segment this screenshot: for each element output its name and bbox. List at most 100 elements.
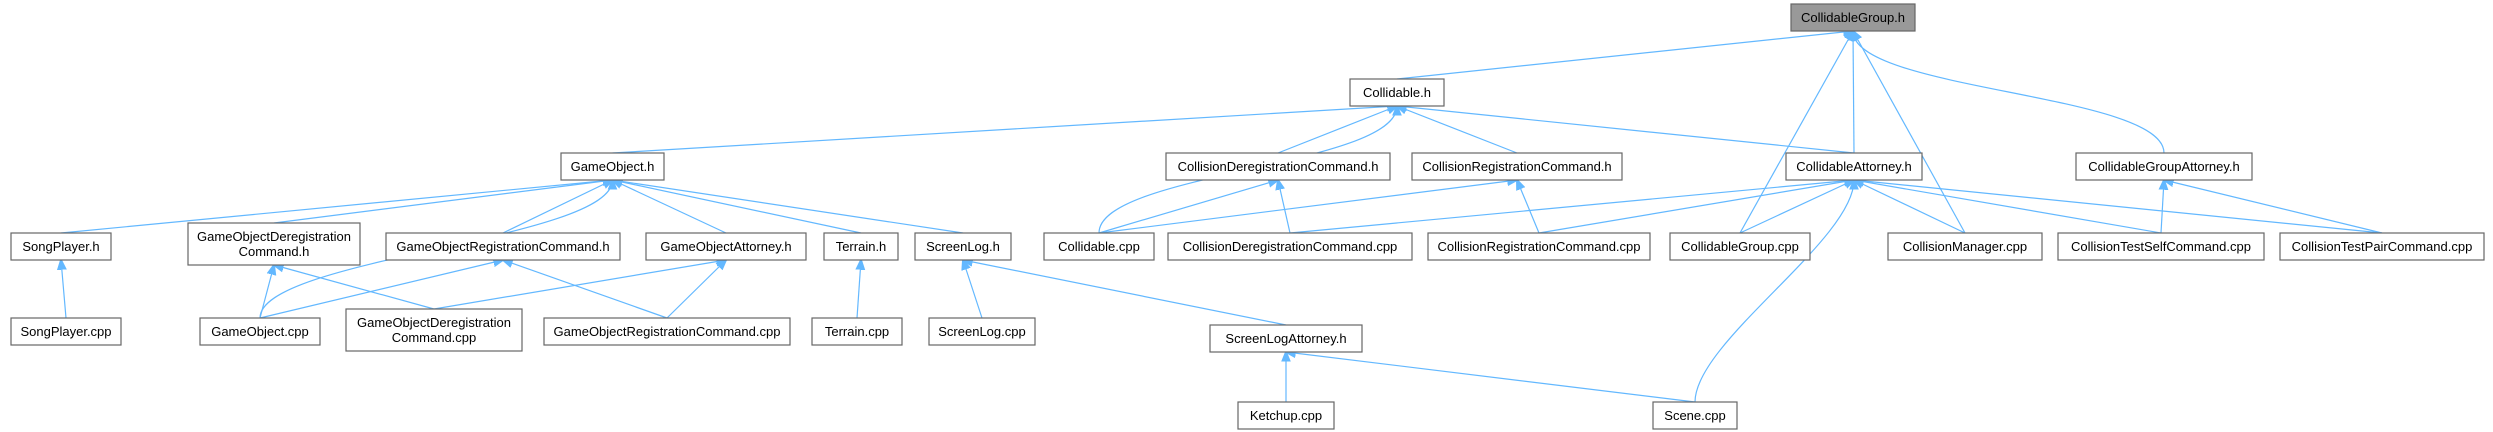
node-song-player-cpp[interactable]: SongPlayer.cpp [10, 317, 122, 346]
node-go-reg-cmd-h[interactable]: GameObjectRegistrationCommand.h [385, 232, 621, 261]
node-box[interactable] [1209, 324, 1363, 353]
edge-collision_test_self_cpp-to-collidable_group_attorney_h [2161, 180, 2164, 234]
node-box[interactable] [1349, 78, 1445, 107]
edge-collision_dereg_cmd_cpp-to-collision_dereg_cmd_h [1278, 180, 1291, 234]
node-box[interactable] [543, 317, 791, 346]
edge-song_player_cpp-to-song_player_h [61, 260, 66, 319]
node-box[interactable] [2075, 152, 2253, 181]
node-game-object-h[interactable]: GameObject.h [560, 152, 665, 181]
node-collision-dereg-cmd-h[interactable]: CollisionDeregistrationCommand.h [1165, 152, 1391, 181]
node-box[interactable] [187, 222, 361, 266]
node-terrain-cpp[interactable]: Terrain.cpp [811, 317, 903, 346]
node-label: CollisionManager.cpp [1903, 239, 2027, 254]
node-label: Command.h [239, 244, 310, 259]
edge-go_dereg_cmd_h-to-game_object_h [273, 180, 613, 224]
edge-collidable_attorney_h-to-collidable_group_h [1853, 31, 1854, 154]
node-box[interactable] [1427, 232, 1651, 261]
node-collision-dereg-cmd-cpp[interactable]: CollisionDeregistrationCommand.cpp [1167, 232, 1413, 261]
node-label: Ketchup.cpp [1250, 408, 1322, 423]
node-box[interactable] [811, 317, 903, 346]
node-label: CollidableGroup.cpp [1681, 239, 1799, 254]
node-label: CollidableGroupAttorney.h [2088, 159, 2240, 174]
node-box[interactable] [560, 152, 665, 181]
edge-go_dereg_cmd_cpp-to-go_attorney_h [433, 260, 726, 310]
node-collidable-attorney-h[interactable]: CollidableAttorney.h [1785, 152, 1923, 181]
node-box[interactable] [1785, 152, 1923, 181]
node-screen-log-attorney-h[interactable]: ScreenLogAttorney.h [1209, 324, 1363, 353]
node-box[interactable] [928, 317, 1036, 346]
edge-screen_log_cpp-to-screen_log_h [963, 260, 983, 319]
node-collidable-cpp[interactable]: Collidable.cpp [1043, 232, 1155, 261]
node-label: SongPlayer.h [22, 239, 99, 254]
edge-go_attorney_h-to-game_object_h [613, 180, 727, 234]
node-collision-manager-cpp[interactable]: CollisionManager.cpp [1887, 232, 2043, 261]
node-label: Scene.cpp [1664, 408, 1725, 423]
node-label: GameObjectDeregistration [197, 229, 351, 244]
node-label: Collidable.h [1363, 85, 1431, 100]
edge-collidable_attorney_h-to-collidable_h [1397, 106, 1855, 154]
edge-scene_cpp-to-screen_log_attorney_h [1286, 352, 1696, 403]
edge-scene_cpp-to-collidable_attorney_h [1694, 180, 1854, 403]
node-label: ScreenLog.cpp [938, 324, 1025, 339]
node-box[interactable] [2279, 232, 2485, 261]
node-box[interactable] [10, 317, 122, 346]
node-collidable-group-attorney-h[interactable]: CollidableGroupAttorney.h [2075, 152, 2253, 181]
node-game-object-cpp[interactable]: GameObject.cpp [199, 317, 321, 346]
node-box[interactable] [199, 317, 321, 346]
node-label: CollisionDeregistrationCommand.h [1178, 159, 1379, 174]
node-song-player-h[interactable]: SongPlayer.h [10, 232, 112, 261]
node-box[interactable] [914, 232, 1012, 261]
node-box[interactable] [1652, 401, 1738, 430]
node-box[interactable] [1790, 3, 1916, 32]
edge-collision_test_self_cpp-to-collidable_attorney_h [1854, 180, 2162, 234]
node-collidable-group-cpp[interactable]: CollidableGroup.cpp [1669, 232, 1811, 261]
node-box[interactable] [10, 232, 112, 261]
edge-game_object_h-to-collidable_h [612, 106, 1398, 154]
node-box[interactable] [1167, 232, 1413, 261]
edge-collision_reg_cmd_cpp-to-collidable_attorney_h [1538, 180, 1854, 234]
node-box[interactable] [345, 308, 523, 352]
edge-go_reg_cmd_cpp-to-go_attorney_h [666, 260, 726, 319]
node-collision-test-self-cpp[interactable]: CollisionTestSelfCommand.cpp [2057, 232, 2265, 261]
node-box[interactable] [823, 232, 899, 261]
node-label: CollisionRegistrationCommand.cpp [1437, 239, 1640, 254]
node-box[interactable] [1887, 232, 2043, 261]
node-screen-log-cpp[interactable]: ScreenLog.cpp [928, 317, 1036, 346]
node-box[interactable] [1669, 232, 1811, 261]
node-go-attorney-h[interactable]: GameObjectAttorney.h [645, 232, 807, 261]
node-collision-reg-cmd-h[interactable]: CollisionRegistrationCommand.h [1411, 152, 1623, 181]
node-go-reg-cmd-cpp[interactable]: GameObjectRegistrationCommand.cpp [543, 317, 791, 346]
edge-collidable_h-to-collidable_group_h [1396, 31, 1853, 80]
edge-game_object_cpp-to-go_reg_cmd_h [259, 260, 503, 319]
node-scene-cpp[interactable]: Scene.cpp [1652, 401, 1738, 430]
node-label: Terrain.h [836, 239, 887, 254]
node-box[interactable] [1237, 401, 1335, 430]
edge-collision_reg_cmd_h-to-collidable_h [1397, 106, 1518, 154]
node-label: CollisionRegistrationCommand.h [1422, 159, 1611, 174]
node-collision-test-pair-cpp[interactable]: CollisionTestPairCommand.cpp [2279, 232, 2485, 261]
node-collision-reg-cmd-cpp[interactable]: CollisionRegistrationCommand.cpp [1427, 232, 1651, 261]
node-ketchup-cpp[interactable]: Ketchup.cpp [1237, 401, 1335, 430]
node-label: CollidableAttorney.h [1796, 159, 1911, 174]
node-label: GameObject.cpp [211, 324, 309, 339]
node-collidable-group-h[interactable]: CollidableGroup.h [1790, 3, 1916, 32]
node-box[interactable] [645, 232, 807, 261]
node-box[interactable] [1411, 152, 1623, 181]
edge-collision_dereg_cmd_h-to-collidable_h [1277, 106, 1397, 154]
edge-game_object_cpp-to-go_dereg_cmd_h [259, 265, 274, 319]
node-box[interactable] [1043, 232, 1155, 261]
edge-collision_manager_cpp-to-collidable_group_h [1853, 31, 1966, 234]
node-label: GameObjectAttorney.h [660, 239, 791, 254]
node-screen-log-h[interactable]: ScreenLog.h [914, 232, 1012, 261]
edge-collidable_group_cpp-to-collidable_attorney_h [1739, 180, 1854, 234]
node-box[interactable] [1165, 152, 1391, 181]
node-label: CollisionTestPairCommand.cpp [2292, 239, 2473, 254]
node-collidable-h[interactable]: Collidable.h [1349, 78, 1445, 107]
node-box[interactable] [385, 232, 621, 261]
edge-collidable_cpp-to-collision_dereg_cmd_h [1098, 180, 1278, 234]
node-box[interactable] [2057, 232, 2265, 261]
node-terrain-h[interactable]: Terrain.h [823, 232, 899, 261]
